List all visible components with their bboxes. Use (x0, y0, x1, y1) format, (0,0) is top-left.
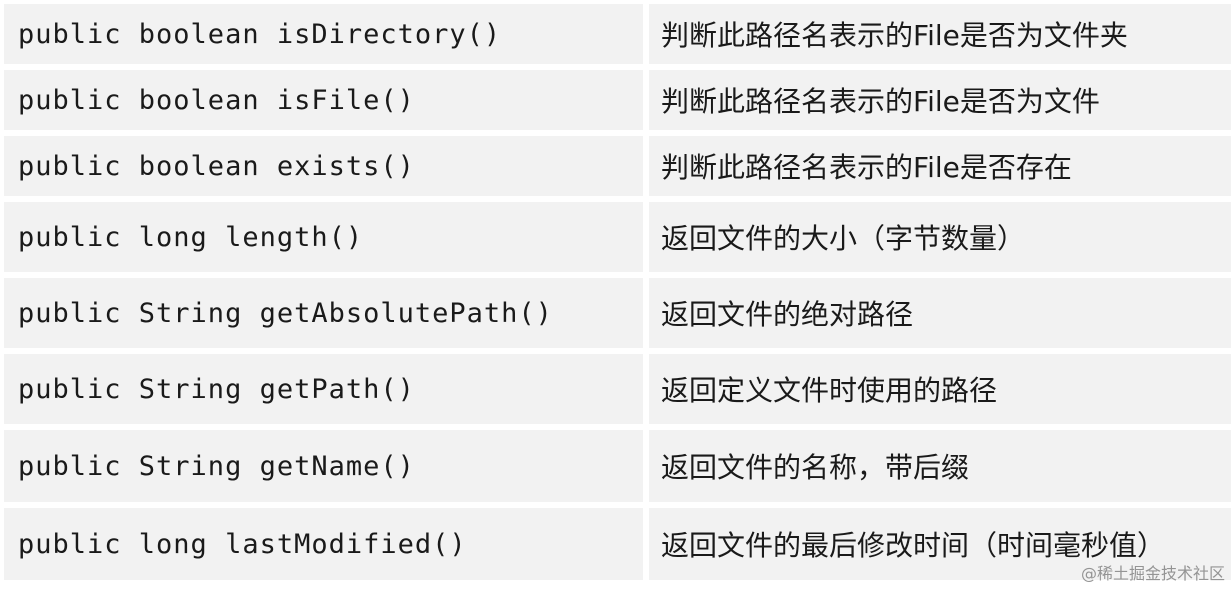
table-row: public long length() 返回文件的大小（字节数量） (4, 202, 1231, 272)
method-signature: public boolean isDirectory() (4, 4, 643, 64)
method-signature: public boolean exists() (4, 136, 643, 196)
table-row: public String getPath() 返回定义文件时使用的路径 (4, 354, 1231, 424)
table-row: public String getName() 返回文件的名称，带后缀 (4, 430, 1231, 502)
table-row: public String getAbsolutePath() 返回文件的绝对路… (4, 278, 1231, 348)
method-description: 返回文件的大小（字节数量） (649, 202, 1231, 272)
method-table: public boolean isDirectory() 判断此路径名表示的Fi… (4, 4, 1231, 580)
method-signature: public String getAbsolutePath() (4, 278, 643, 348)
method-description: 判断此路径名表示的File是否为文件夹 (649, 4, 1231, 64)
method-description: 判断此路径名表示的File是否为文件 (649, 70, 1231, 130)
method-description: 判断此路径名表示的File是否存在 (649, 136, 1231, 196)
watermark: @稀土掘金技术社区 (1080, 564, 1225, 583)
method-description: 返回文件的最后修改时间（时间毫秒值） (649, 508, 1231, 580)
method-description: 返回文件的绝对路径 (649, 278, 1231, 348)
method-signature: public long lastModified() (4, 508, 643, 580)
table-row: public long lastModified() 返回文件的最后修改时间（时… (4, 508, 1231, 580)
method-signature: public String getPath() (4, 354, 643, 424)
method-signature: public String getName() (4, 430, 643, 502)
table-row: public boolean isDirectory() 判断此路径名表示的Fi… (4, 4, 1231, 64)
method-signature: public long length() (4, 202, 643, 272)
method-description: 返回定义文件时使用的路径 (649, 354, 1231, 424)
method-signature: public boolean isFile() (4, 70, 643, 130)
table-row: public boolean isFile() 判断此路径名表示的File是否为… (4, 70, 1231, 130)
table-row: public boolean exists() 判断此路径名表示的File是否存… (4, 136, 1231, 196)
method-description: 返回文件的名称，带后缀 (649, 430, 1231, 502)
